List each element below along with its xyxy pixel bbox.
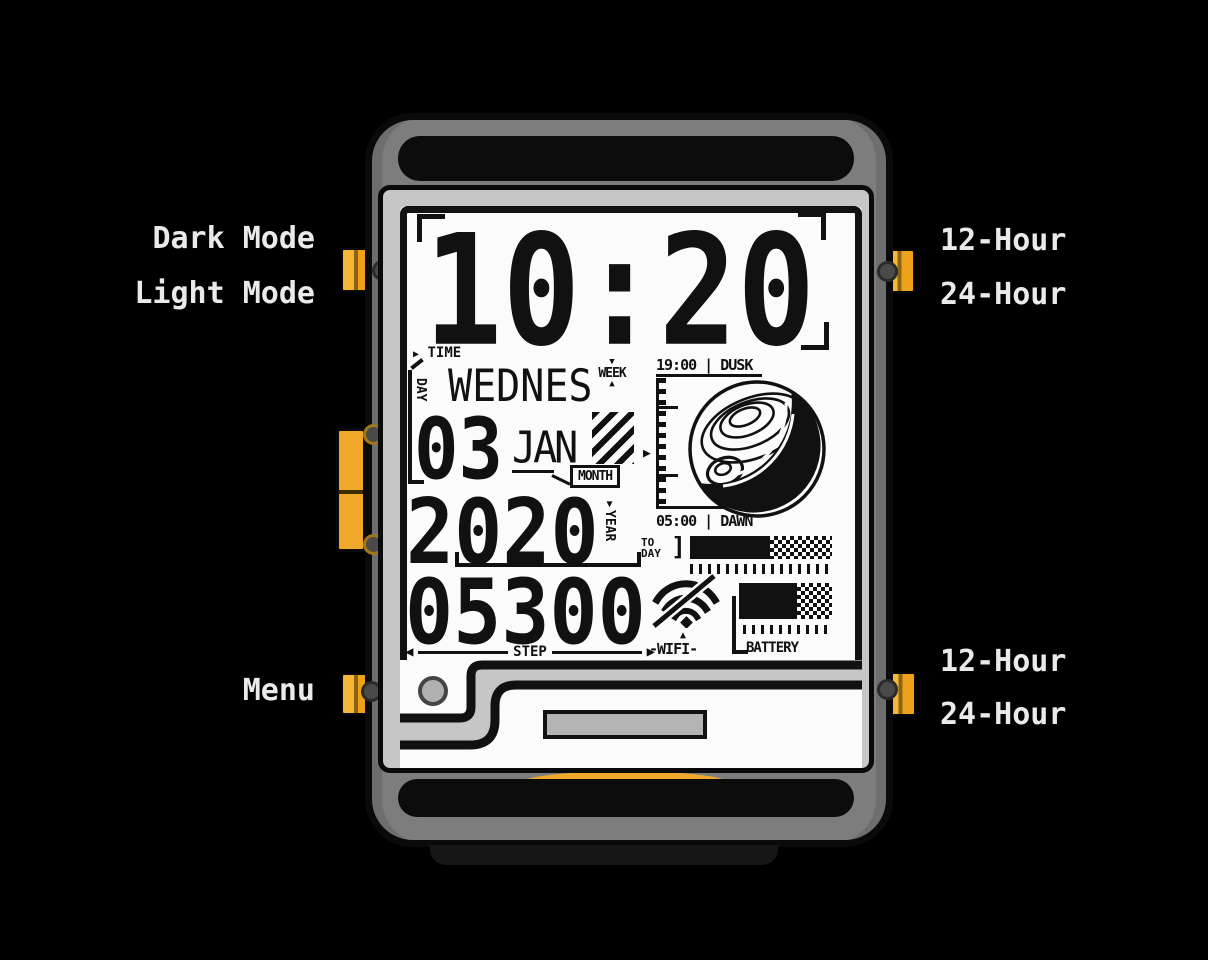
time-label: TIME bbox=[427, 345, 462, 361]
week-up-icon: ▲ bbox=[609, 379, 615, 389]
strap-tail bbox=[430, 845, 778, 865]
year-down-icon: ▼ bbox=[606, 499, 613, 510]
month-display: JAN bbox=[512, 422, 578, 474]
step-right-icon: ▶ bbox=[646, 644, 655, 660]
dark-mode-label: Dark Mode bbox=[152, 221, 315, 256]
dusk-label: 19:00 | DUSK bbox=[656, 356, 753, 374]
wifi-label: -WIFI- bbox=[649, 640, 698, 658]
12-hour-bottom-label: 12-Hour bbox=[940, 644, 1067, 679]
month-connector bbox=[512, 470, 554, 473]
hatch-pattern-icon bbox=[592, 412, 634, 464]
year-label: YEAR bbox=[602, 510, 617, 542]
12-hour-top-label: 12-Hour bbox=[940, 223, 1067, 258]
sensor-dot-icon bbox=[418, 676, 448, 706]
screw-icon bbox=[877, 679, 898, 700]
24-hour-top-label: 24-Hour bbox=[940, 277, 1067, 312]
step-left-icon: ◀ bbox=[405, 644, 414, 660]
dawn-label: 05:00 | DAWN bbox=[656, 512, 753, 530]
time-bracket-topright-icon bbox=[798, 212, 826, 240]
24-hour-bottom-label: 24-Hour bbox=[940, 697, 1067, 732]
today-label: TO DAY bbox=[641, 536, 661, 560]
steps-display: 05300 bbox=[405, 560, 646, 665]
week-down-icon: ▼ bbox=[609, 357, 615, 367]
bottom-strap bbox=[398, 779, 854, 817]
watchface-screen: 10:20 ▶ TIME DAY WEDNES ▼ WEEK ▲ 03 JAN … bbox=[400, 206, 862, 660]
time-display: 10:20 bbox=[424, 201, 816, 381]
step-label: STEP bbox=[513, 644, 547, 660]
time-pointer-icon: ▶ bbox=[413, 349, 420, 360]
battery-level-bar bbox=[739, 583, 832, 619]
day-label: DAY bbox=[413, 378, 428, 402]
bottom-slot-button[interactable] bbox=[543, 710, 707, 739]
planet-moon-icon bbox=[688, 380, 826, 518]
wifi-pointer-icon: ▲ bbox=[680, 630, 687, 641]
light-mode-label: Light Mode bbox=[134, 276, 315, 311]
menu-label: Menu bbox=[242, 673, 315, 708]
screen-bottom-step bbox=[400, 660, 862, 768]
screw-icon bbox=[877, 261, 898, 282]
battery-label: BATTERY bbox=[746, 640, 799, 656]
time-bracket-bottomright-icon bbox=[801, 322, 829, 350]
weekday-display: WEDNES bbox=[448, 360, 593, 413]
time-bracket-topleft-icon bbox=[417, 214, 445, 242]
week-label: WEEK bbox=[598, 366, 626, 381]
side-rocker-button[interactable] bbox=[336, 428, 366, 552]
year-bracket bbox=[455, 552, 641, 567]
year-display: 2020 bbox=[406, 480, 599, 585]
wifi-icon bbox=[650, 574, 720, 628]
today-bracket-icon: ] bbox=[671, 532, 687, 561]
battery-bracket bbox=[732, 596, 748, 654]
daylight-ruler bbox=[656, 378, 668, 506]
panel-pointer-icon: ▶ bbox=[643, 446, 651, 461]
month-label: MONTH bbox=[570, 465, 621, 488]
day-bracket: DAY bbox=[408, 358, 428, 484]
top-strap bbox=[398, 136, 854, 181]
day-number-display: 03 bbox=[414, 401, 504, 500]
today-progress-bar bbox=[690, 536, 832, 559]
